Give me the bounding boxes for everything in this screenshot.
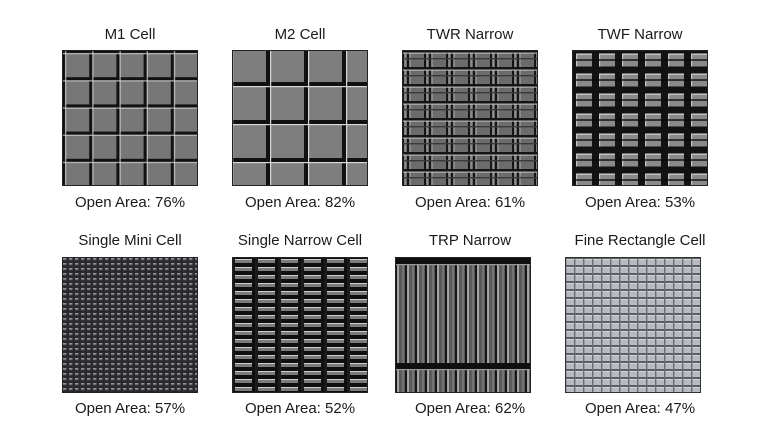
mesh-swatch-single-narrow-cell: [232, 257, 368, 393]
panel-title: Single Narrow Cell: [237, 232, 363, 249]
mesh-swatch-twf-narrow: [572, 50, 708, 186]
panel-title: TRP Narrow: [428, 232, 512, 249]
mesh-swatch-fine-rectangle-cell: [565, 257, 701, 393]
mesh-swatch-m1-cell: [62, 50, 198, 186]
open-area-caption: Open Area: 76%: [74, 194, 186, 211]
mesh-swatch-single-mini-cell: [62, 257, 198, 393]
panel-title: M1 Cell: [104, 26, 156, 43]
panel-title: Fine Rectangle Cell: [574, 232, 706, 249]
mesh-swatch-m2-cell: [232, 50, 368, 186]
open-area-caption: Open Area: 53%: [584, 194, 696, 211]
open-area-caption: Open Area: 57%: [74, 400, 186, 417]
open-area-caption: Open Area: 62%: [414, 400, 526, 417]
panel-title: M2 Cell: [274, 26, 326, 43]
panel-title: Single Mini Cell: [78, 232, 182, 249]
open-area-caption: Open Area: 82%: [244, 194, 356, 211]
panel-title: TWR Narrow: [426, 26, 514, 43]
open-area-caption: Open Area: 61%: [414, 194, 526, 211]
open-area-caption: Open Area: 52%: [244, 400, 356, 417]
open-area-caption: Open Area: 47%: [584, 400, 696, 417]
mesh-swatch-twr-narrow: [402, 50, 538, 186]
panel-title: TWF Narrow: [597, 26, 683, 43]
mesh-swatch-trp-narrow: [395, 257, 531, 393]
